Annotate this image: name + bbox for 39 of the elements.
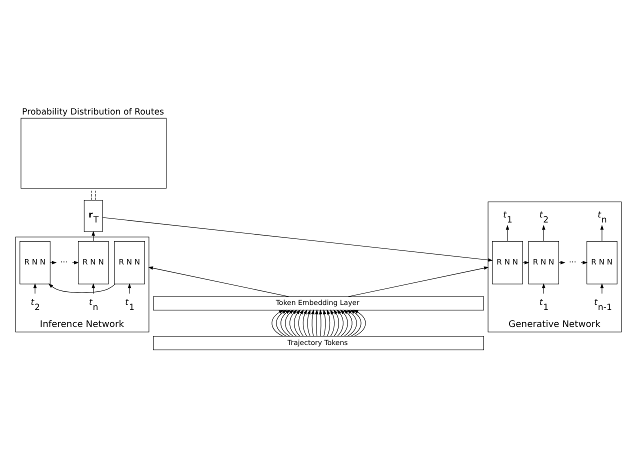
- arrow: [333, 310, 340, 336]
- arrow: [280, 310, 290, 337]
- node-label: Probability Distribution of Routes: [22, 107, 164, 118]
- arrow: [289, 310, 298, 336]
- arrow: [102, 217, 494, 262]
- arrow: [272, 310, 284, 337]
- arrow: [600, 224, 604, 242]
- arrow: [542, 283, 546, 294]
- arrow: [340, 310, 348, 336]
- arrow: [294, 310, 301, 336]
- arrow: [148, 266, 290, 297]
- arrow: [48, 284, 116, 293]
- arrow: [346, 310, 357, 337]
- arrow: [542, 224, 546, 242]
- arrow: [318, 309, 322, 336]
- node-box: [20, 118, 166, 189]
- connector: [95, 190, 96, 201]
- arrow: [506, 224, 510, 242]
- arrow: [350, 310, 362, 337]
- arrow: [323, 309, 326, 336]
- arrow: [343, 310, 352, 336]
- arrow: [348, 266, 489, 297]
- arrow: [311, 309, 314, 336]
- arrow: [285, 310, 294, 336]
- arrow: [353, 310, 366, 337]
- arrow: [276, 310, 288, 337]
- arrow: [336, 310, 344, 336]
- arrow: [307, 309, 310, 336]
- arrow: [522, 260, 530, 264]
- arrow: [302, 309, 308, 336]
- arrow: [33, 283, 37, 294]
- arrow: [326, 309, 330, 336]
- arrow: [298, 310, 304, 336]
- arrow: [330, 309, 335, 336]
- arrow: [314, 309, 318, 336]
- arrow: [600, 283, 604, 294]
- arrow: [92, 283, 96, 294]
- arrow: [128, 283, 132, 294]
- connector: [91, 190, 92, 201]
